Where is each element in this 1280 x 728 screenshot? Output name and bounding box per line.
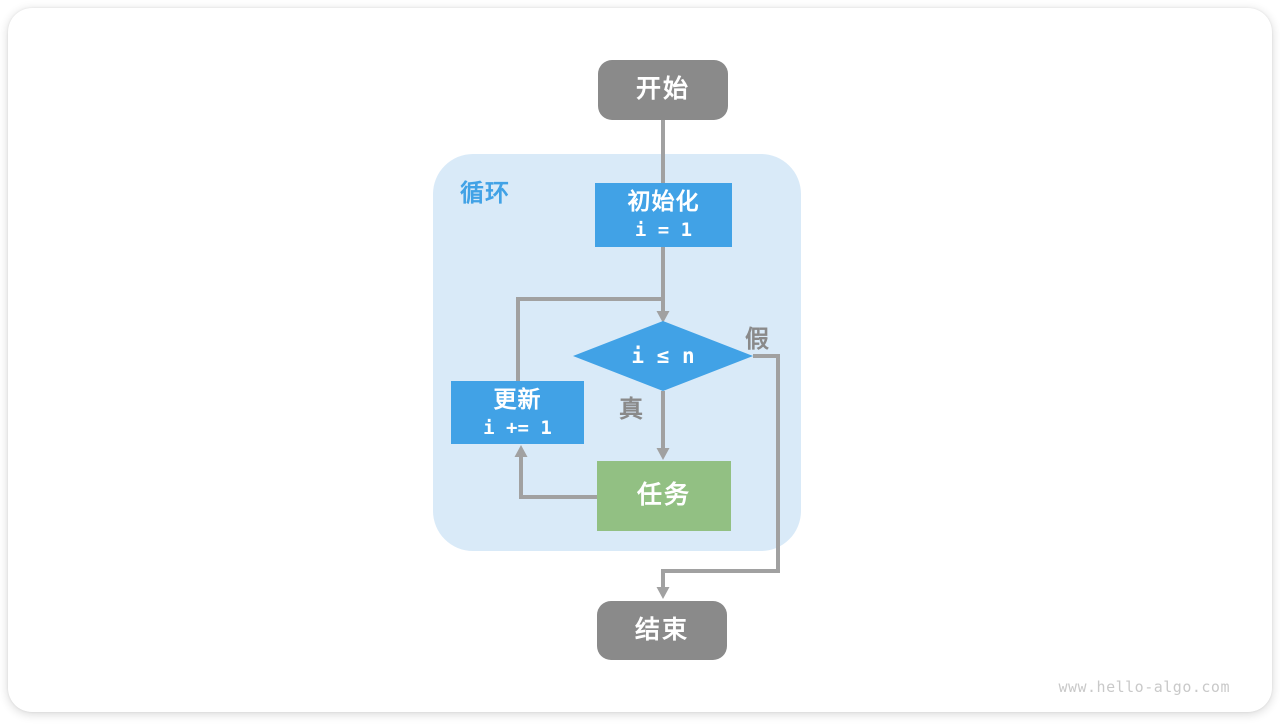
flow-node-update: 更新 i += 1 [451, 381, 584, 444]
loop-label: 循环 [460, 180, 510, 207]
flow-node-end-label: 结束 [634, 615, 689, 644]
flow-node-update-label: 更新 [493, 385, 542, 412]
flow-node-init-label: 初始化 [627, 188, 700, 215]
flow-node-condition-label: i ≤ n [631, 344, 695, 368]
watermark: www.hello-algo.com [1058, 678, 1230, 696]
arrowhead-into-end [656, 587, 670, 599]
flow-node-end: 结束 [597, 601, 727, 660]
branch-label-false: 假 [745, 326, 769, 353]
canvas-card: 循环 开始 初始化 i = 1 i ≤ n 假 真 更新 i += 1 任务 结… [8, 8, 1272, 712]
flow-node-start: 开始 [598, 60, 728, 120]
flow-node-start-label: 开始 [635, 75, 690, 104]
flow-node-update-code: i += 1 [483, 416, 552, 439]
flow-node-init-code: i = 1 [634, 219, 693, 241]
flow-node-task-label: 任务 [636, 481, 691, 510]
branch-label-true: 真 [619, 396, 643, 423]
flow-node-init: 初始化 i = 1 [595, 183, 732, 247]
flow-node-task: 任务 [597, 461, 731, 531]
